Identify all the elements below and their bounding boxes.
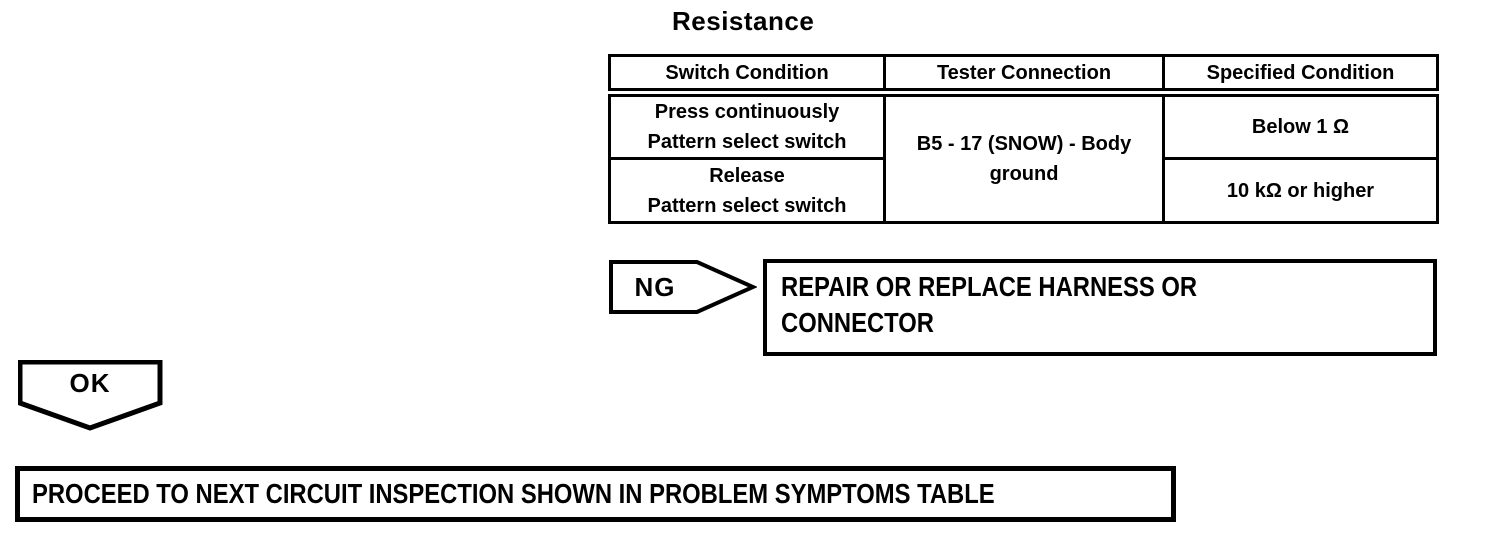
switch-condition-cell: Press continuously Pattern select switch (608, 91, 886, 160)
column-header-switch-condition: Switch Condition (608, 54, 886, 97)
ok-action-text: PROCEED TO NEXT CIRCUIT INSPECTION SHOWN… (32, 478, 995, 509)
ok-action-box: PROCEED TO NEXT CIRCUIT INSPECTION SHOWN… (15, 466, 1176, 522)
ng-action-text: REPAIR OR REPLACE HARNESS OR CONNECTOR (781, 271, 1198, 338)
page-title: Resistance (672, 6, 815, 36)
ng-arrow-icon (609, 260, 757, 314)
table-row: Press continuously Pattern select switch… (608, 91, 1439, 224)
table-header-row: Switch Condition Tester Connection Speci… (608, 54, 1439, 97)
table-row: Release Pattern select switch 10 kΩ or h… (608, 157, 1439, 224)
switch-condition-line: Press continuously (654, 101, 840, 123)
switch-condition-line: Pattern select switch (647, 194, 847, 217)
ok-arrow-icon (18, 360, 163, 431)
column-header-specified-condition: Specified Condition (1162, 54, 1439, 97)
switch-condition-line: Release (709, 164, 785, 187)
ng-action-box: REPAIR OR REPLACE HARNESS OR CONNECTOR (763, 259, 1437, 356)
ok-arrow-label: OK (69, 367, 111, 398)
specified-condition-cell: 10 kΩ or higher (1162, 157, 1439, 224)
specified-condition-cell: Below 1 Ω (1162, 91, 1439, 160)
resistance-spec-table: Switch Condition Tester Connection Speci… (608, 54, 1439, 224)
switch-condition-cell: Release Pattern select switch (608, 157, 886, 224)
switch-condition-line: Pattern select switch (647, 131, 847, 153)
ng-arrow-label: NG (634, 271, 676, 302)
tester-connection-cell: B5 - 17 (SNOW) - Body ground (883, 91, 1165, 224)
column-header-tester-connection: Tester Connection (883, 54, 1165, 97)
